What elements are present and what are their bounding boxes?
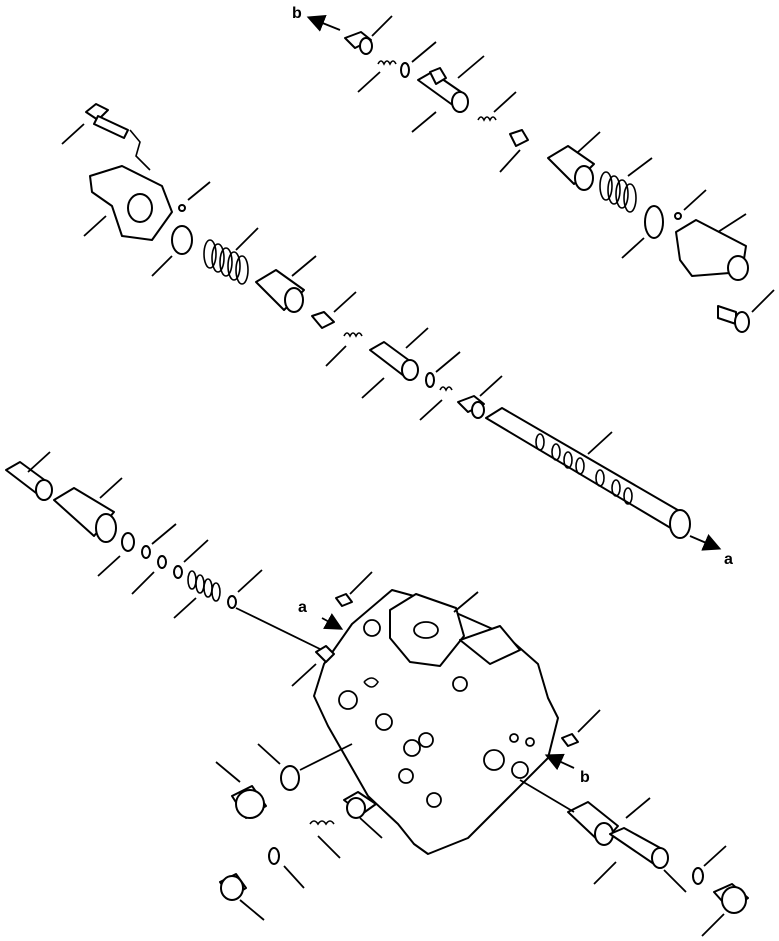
plug-middle	[457, 375, 503, 419]
o-ring-left-5	[227, 595, 237, 609]
bolt-right	[717, 289, 775, 333]
body-small-parts	[215, 571, 749, 937]
o-ring-small	[400, 62, 410, 78]
arrow-label-b-top: b	[292, 5, 302, 22]
body-fitting-left	[53, 477, 123, 543]
o-ring-left-1	[121, 532, 135, 552]
o-ring-left-2	[141, 545, 151, 559]
assembly-line-left	[235, 607, 323, 651]
plug-bottom-left	[219, 873, 265, 921]
bolt-left	[61, 103, 151, 171]
valve-body	[291, 589, 559, 855]
spring-left	[173, 570, 221, 619]
o-ring-small-middle	[425, 372, 435, 388]
left-relief-assembly	[5, 451, 323, 651]
small-plug	[344, 15, 393, 55]
tiny-spring	[377, 60, 397, 66]
o-ring-bottom-left	[280, 765, 300, 791]
o-ring-left-4	[173, 565, 183, 579]
pin	[509, 129, 529, 147]
middle-spool-assembly: a	[61, 103, 733, 568]
arrow-label-a-body: a	[298, 599, 307, 616]
o-ring-bottom-mid	[268, 847, 280, 865]
poppet-middle	[361, 327, 429, 399]
top-relief-assembly: b	[292, 5, 775, 333]
small-spring-middle	[343, 332, 363, 338]
main-spool	[485, 407, 691, 539]
arrow-label-a-right: a	[724, 551, 733, 568]
o-ring-large-top	[644, 205, 664, 239]
o-ring-tiny-top	[674, 212, 682, 220]
arrow-label-b-body: b	[580, 769, 590, 786]
plug-small-bottom	[343, 791, 383, 839]
o-ring-tiny-left	[178, 204, 186, 212]
o-ring-left-3	[157, 555, 167, 569]
flange-housing	[83, 165, 173, 241]
poppet-valve	[411, 55, 485, 133]
relief-valve-bottom-right	[519, 779, 687, 893]
spring-bottom	[309, 820, 335, 826]
cover-right	[675, 213, 749, 281]
plug-large-left	[215, 761, 267, 819]
small-spring-2	[477, 116, 497, 122]
spring-large-left	[203, 227, 259, 285]
sleeve-middle	[255, 255, 317, 313]
o-ring-large-left	[171, 225, 193, 255]
o-ring-bottom-right	[692, 867, 704, 885]
plug-bottom-right	[701, 883, 749, 937]
pin-middle	[311, 311, 335, 329]
tiny-spring-middle	[439, 386, 453, 392]
sleeve-top	[547, 131, 601, 191]
fitting-left	[5, 451, 53, 501]
spring-large-top	[599, 157, 653, 213]
